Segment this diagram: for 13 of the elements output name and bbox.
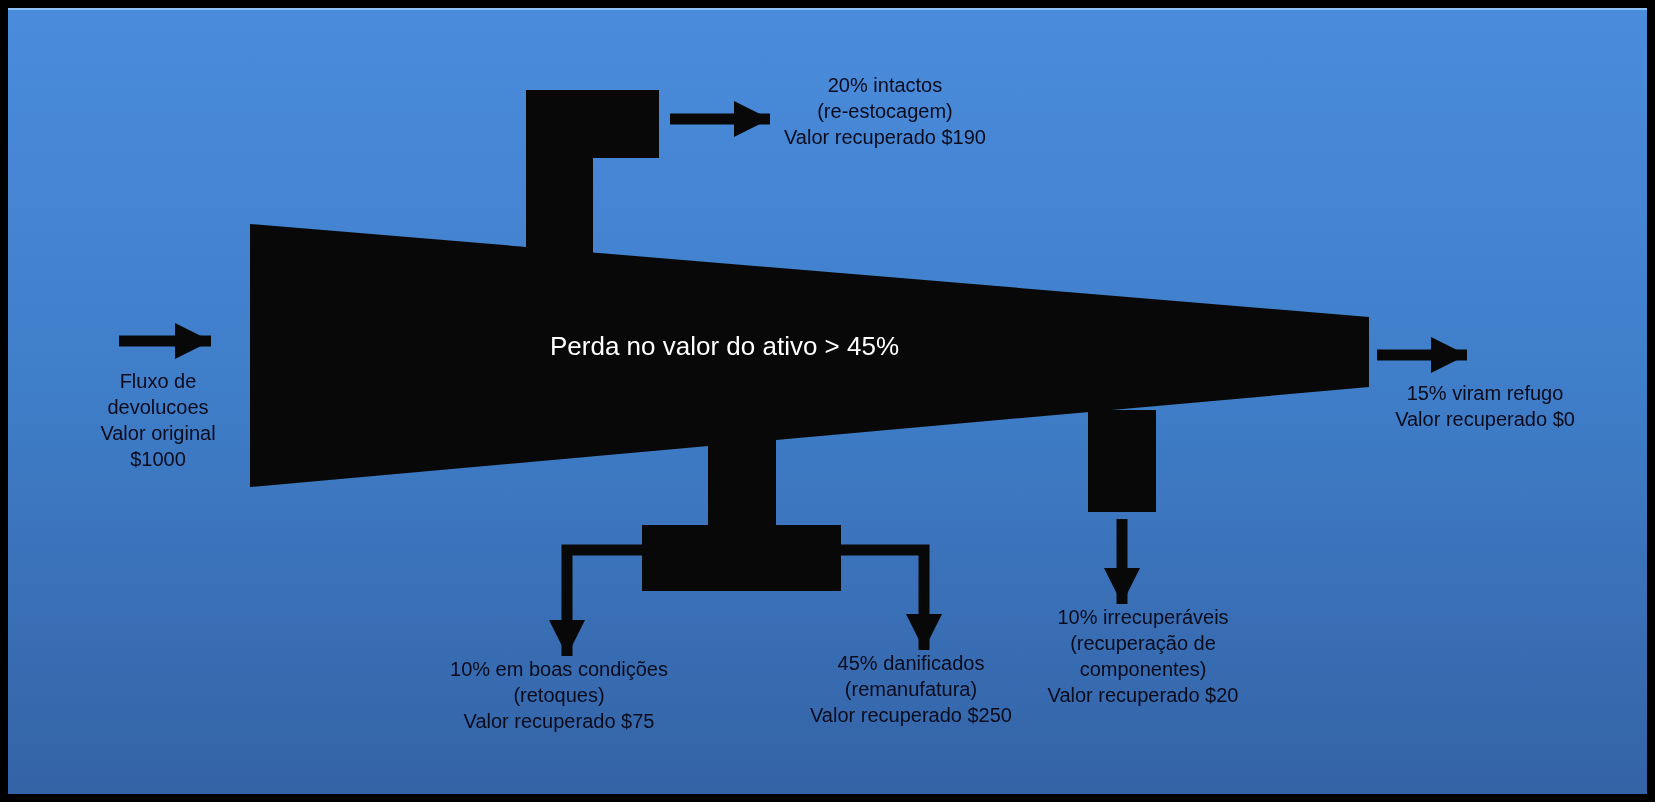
- flow-label: Fluxo de devolucoes Valor original $1000: [68, 368, 248, 472]
- arrow: [119, 323, 211, 359]
- flow-label: 45% danificados (remanufatura) Valor recuperado $250: [796, 650, 1026, 728]
- arrow: [841, 544, 942, 650]
- arrow: [1104, 519, 1140, 604]
- flow-label: 10% irrecuperáveis (recuperação de componentes) Valor recuperado $20: [1030, 604, 1256, 708]
- flow-label: 10% em boas condições (retoques) Valor recuperado $75: [419, 656, 699, 734]
- arrow: [1377, 337, 1467, 373]
- flow-label: 15% viram refugo Valor recuperado $0: [1380, 380, 1590, 432]
- arrow: [670, 101, 770, 137]
- funnel-label: Perda no valor do ativo > 45%: [550, 331, 900, 362]
- flow-label: 20% intactos (re-estocagem) Valor recuperado $190: [770, 72, 1000, 150]
- arrow: [549, 544, 642, 656]
